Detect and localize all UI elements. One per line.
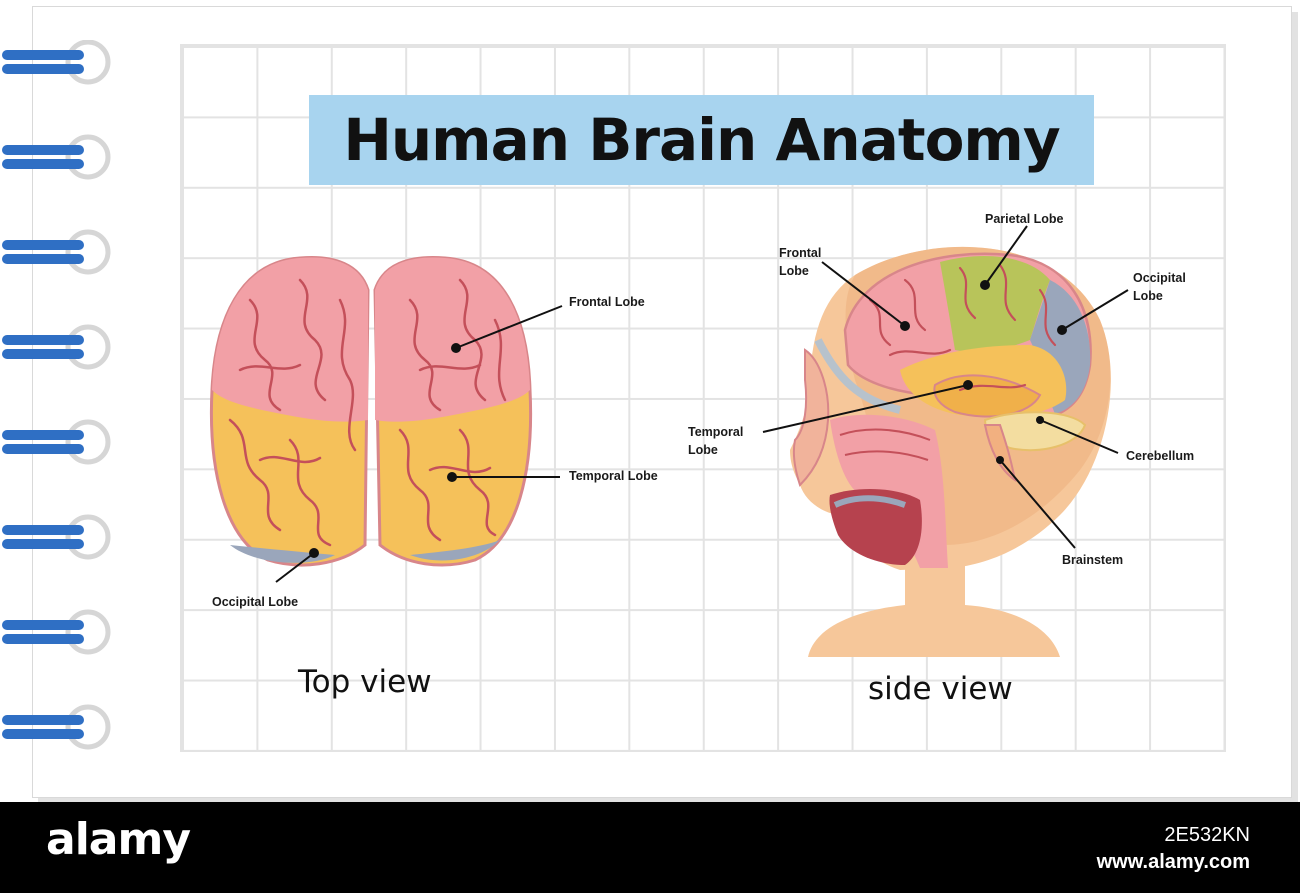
top-view-pointers: [275, 305, 563, 583]
ring-1: [2, 40, 111, 85]
right-hemisphere: [373, 255, 533, 567]
page-title: Human Brain Anatomy: [343, 106, 1060, 174]
frontal-marker: [451, 343, 461, 353]
ring-7: [2, 609, 111, 655]
side-view-pointers: [762, 225, 1129, 549]
side-view-head: [762, 225, 1129, 657]
side-label-frontal-2: Lobe: [779, 264, 809, 278]
binding-rings: [2, 40, 111, 750]
watermark-footer: [0, 802, 1300, 893]
side-label-parietal: Parietal Lobe: [985, 212, 1064, 226]
side-view-caption: side view: [868, 671, 1013, 707]
stock-image-id: 2E532KN: [1164, 824, 1250, 846]
side-temporal-marker: [963, 380, 973, 390]
left-hemisphere: [209, 255, 370, 567]
side-label-temporal-2: Lobe: [688, 443, 718, 457]
side-label-cerebellum: Cerebellum: [1126, 449, 1194, 463]
occipital-marker: [309, 548, 319, 558]
side-label-brainstem: Brainstem: [1062, 553, 1123, 567]
top-view-brain: [209, 255, 563, 583]
side-cerebellum-marker: [1036, 416, 1044, 424]
top-label-frontal: Frontal Lobe: [569, 295, 645, 309]
top-view-caption: Top view: [298, 664, 432, 700]
top-label-occipital: Occipital Lobe: [212, 595, 298, 609]
side-label-occipital-2: Lobe: [1133, 289, 1163, 303]
brain-illustrations: Frontal Lobe Temporal Lobe Occipital Lob…: [209, 212, 1194, 657]
top-label-temporal: Temporal Lobe: [569, 469, 658, 483]
brain-folds: [228, 278, 507, 547]
ring-5: [2, 419, 111, 465]
ring-3: [2, 229, 111, 275]
side-frontal-marker: [900, 321, 910, 331]
side-label-temporal-1: Temporal: [688, 425, 743, 439]
temporal-marker: [447, 472, 457, 482]
side-label-frontal-1: Frontal: [779, 246, 821, 260]
side-brainstem-marker: [996, 456, 1004, 464]
ring-6: [2, 514, 111, 560]
side-occipital-marker: [1057, 325, 1067, 335]
ring-4: [2, 324, 111, 370]
ring-8: [2, 704, 111, 750]
side-label-occipital-1: Occipital: [1133, 271, 1186, 285]
side-parietal-marker: [980, 280, 990, 290]
alamy-logo: alamy: [46, 814, 191, 865]
title-banner: Human Brain Anatomy: [309, 95, 1094, 185]
ring-2: [2, 134, 111, 180]
stock-url[interactable]: www.alamy.com: [1096, 851, 1250, 873]
